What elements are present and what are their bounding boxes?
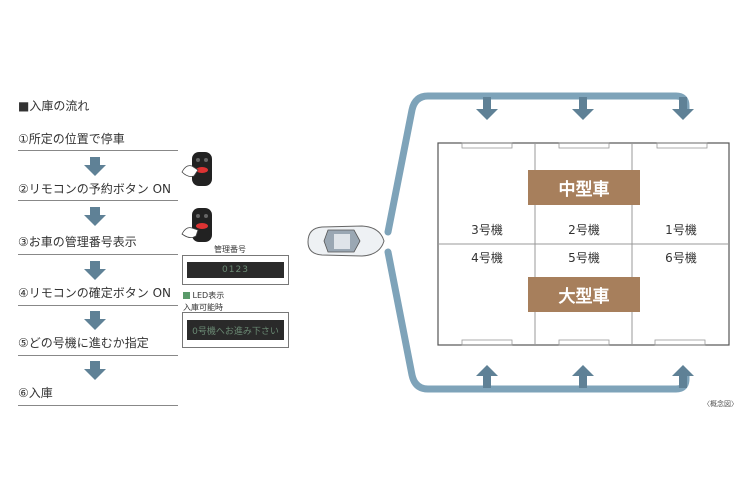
flow-step: ③お車の管理番号表示 xyxy=(18,235,137,249)
remote-control-icon xyxy=(181,208,212,242)
message-display: 0号機へお進み下さい xyxy=(182,312,289,348)
up-arrow-icon xyxy=(476,365,498,388)
divider xyxy=(18,305,178,306)
flow-title: ■入庫の流れ xyxy=(18,99,90,113)
remote-control-icon xyxy=(181,152,212,186)
slot-label: 2号機 xyxy=(568,223,600,237)
led-number: 0123 xyxy=(187,262,284,278)
led-message: 0号機へお進み下さい xyxy=(187,320,284,340)
down-arrow-icon xyxy=(476,97,498,120)
number-label: 管理番号 xyxy=(214,245,246,254)
down-arrow-icon xyxy=(84,207,106,226)
flow-step: ⑤どの号機に進むか指定 xyxy=(18,336,149,350)
car-icon xyxy=(307,225,385,257)
led-swatch xyxy=(183,292,190,299)
slot-label: 6号機 xyxy=(665,251,697,265)
slot-label: 4号機 xyxy=(471,251,503,265)
slot-label: 5号機 xyxy=(568,251,600,265)
number-display: 0123 xyxy=(182,255,289,285)
divider xyxy=(18,200,178,201)
divider xyxy=(18,405,178,406)
flow-step: ①所定の位置で停車 xyxy=(18,132,125,146)
divider xyxy=(18,254,178,255)
down-arrow-icon xyxy=(672,97,694,120)
down-arrow-icon xyxy=(84,261,106,280)
divider xyxy=(18,150,178,151)
up-arrow-icon xyxy=(672,365,694,388)
flow-arrows xyxy=(84,157,106,380)
down-arrow-icon xyxy=(84,361,106,380)
caption: 〈概念図〉 xyxy=(703,400,738,408)
divider xyxy=(18,355,178,356)
up-arrow-icon xyxy=(572,365,594,388)
available-label: 入庫可能時 xyxy=(183,303,223,312)
led-legend: LED表示 xyxy=(183,290,224,301)
slot-label: 3号機 xyxy=(471,223,503,237)
large-car-label: 大型車 xyxy=(528,277,640,312)
down-arrow-icon xyxy=(572,97,594,120)
route-arrows xyxy=(476,97,694,388)
down-arrow-icon xyxy=(84,311,106,330)
led-legend-label: LED表示 xyxy=(192,291,225,300)
flow-step: ②リモコンの予約ボタン ON xyxy=(18,182,171,196)
slot-label: 1号機 xyxy=(665,223,697,237)
flow-step: ⑥入庫 xyxy=(18,386,53,400)
medium-car-label: 中型車 xyxy=(528,170,640,205)
down-arrow-icon xyxy=(84,157,106,176)
flow-step: ④リモコンの確定ボタン ON xyxy=(18,286,171,300)
